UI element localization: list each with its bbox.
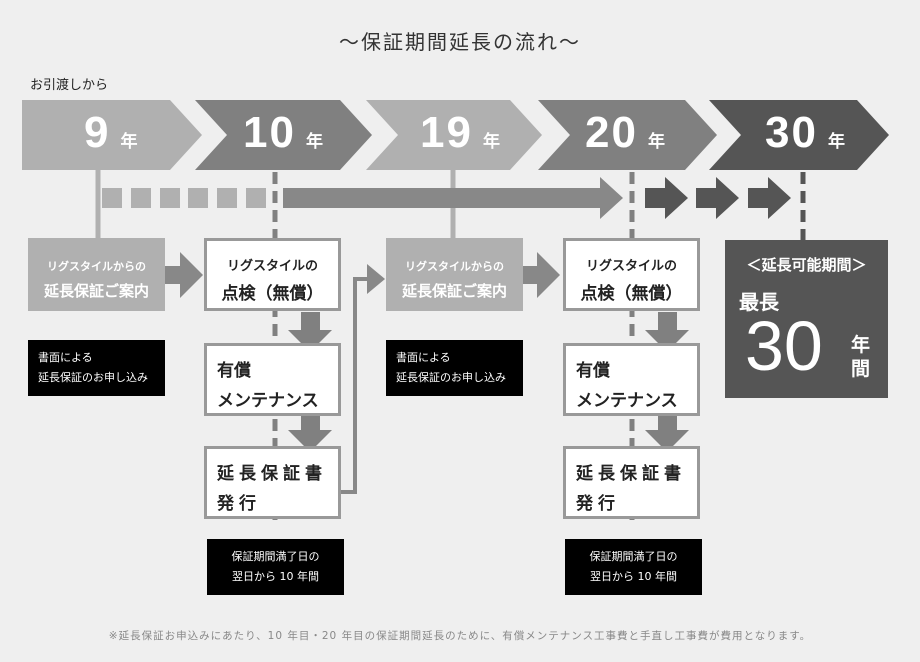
- connector-arrowhead: [367, 264, 385, 294]
- chevron-10: [195, 100, 372, 170]
- year-19: 19 年: [420, 108, 500, 158]
- application-line2: 延長保証のお申し込み: [38, 371, 148, 384]
- start-label: お引渡しから: [30, 78, 109, 93]
- inspection-line1: リグスタイルの: [226, 259, 318, 274]
- year-10: 10 年: [243, 108, 323, 158]
- inspection-line2: 点検（無償）: [580, 284, 683, 304]
- max-period-unit1: 年: [851, 334, 871, 356]
- max-period-number: 30: [745, 307, 823, 385]
- guide-line1: リグスタイルからの: [405, 260, 504, 273]
- short-arrow: [748, 177, 791, 219]
- right-arrow: [522, 252, 560, 298]
- down-arrow: [645, 416, 689, 452]
- maintenance-line1: 有償: [576, 361, 610, 381]
- guide-box: リグスタイルからの延長保証ご案内: [28, 238, 165, 311]
- down-arrow: [288, 312, 332, 352]
- application-box: 書面による延長保証のお申し込み: [28, 340, 165, 396]
- issue-box: 延長保証書発行: [204, 446, 341, 519]
- issue-line2: 発行: [217, 494, 261, 514]
- year-unit: 年: [120, 132, 138, 152]
- year-number: 30: [765, 108, 818, 157]
- inspection-line1: リグスタイルの: [585, 259, 677, 274]
- issue-line1: 延長保証書: [217, 464, 327, 484]
- inspection-box: リグスタイルの点検（無償）: [204, 238, 341, 311]
- year-number: 19: [420, 108, 473, 157]
- issue-box: 延長保証書発行: [563, 446, 700, 519]
- short-arrow: [645, 177, 688, 219]
- guide-box: リグスタイルからの延長保証ご案内: [386, 238, 523, 311]
- period-line2: 翌日から 10 年間: [232, 570, 319, 583]
- maintenance-line2: メンテナンス: [576, 391, 678, 411]
- down-arrow: [288, 416, 332, 452]
- maintenance-box: 有償メンテナンス: [204, 343, 341, 416]
- maintenance-box: 有償メンテナンス: [563, 343, 700, 416]
- year-20: 20 年: [585, 108, 665, 158]
- footnote: ※延長保証お申込みにあたり、10 年目・20 年目の保証期間延長のために、有償メ…: [108, 630, 812, 642]
- period-box: 保証期間満了日の翌日から 10 年間: [565, 539, 702, 595]
- chevron-20: [538, 100, 717, 170]
- application-line2: 延長保証のお申し込み: [396, 371, 506, 384]
- year-unit: 年: [827, 132, 845, 152]
- guide-line1: リグスタイルからの: [47, 260, 146, 273]
- year-number: 10: [243, 108, 296, 157]
- short-arrow: [696, 177, 739, 219]
- long-arrow: [283, 177, 623, 219]
- max-period-label: 最長: [739, 290, 779, 314]
- max-period-box: ＜延長可能期間＞ 最長 30 年 間: [725, 240, 888, 398]
- down-arrow: [645, 312, 689, 352]
- year-unit: 年: [482, 132, 500, 152]
- page-title: ～保証期間延長の流れ～: [339, 30, 581, 54]
- chevron-30: [709, 100, 889, 170]
- period-line2: 翌日から 10 年間: [590, 570, 677, 583]
- right-arrow: [165, 252, 203, 298]
- period-box: 保証期間満了日の翌日から 10 年間: [207, 539, 344, 595]
- year-unit: 年: [305, 132, 323, 152]
- year-unit: 年: [647, 132, 665, 152]
- connector-line: [341, 277, 368, 494]
- max-period-heading: ＜延長可能期間＞: [746, 256, 867, 274]
- chevron-9: [22, 100, 202, 170]
- application-box: 書面による延長保証のお申し込み: [386, 340, 523, 396]
- application-line1: 書面による: [38, 351, 93, 364]
- max-period-unit2: 間: [851, 358, 871, 380]
- issue-line2: 発行: [576, 494, 620, 514]
- issue-line1: 延長保証書: [576, 464, 686, 484]
- inspection-line2: 点検（無償）: [221, 284, 324, 304]
- year-number: 9: [84, 108, 111, 157]
- year-30: 30 年: [765, 108, 845, 158]
- inspection-box: リグスタイルの点検（無償）: [563, 238, 700, 311]
- period-line1: 保証期間満了日の: [231, 550, 320, 563]
- dashed-period: [102, 188, 266, 208]
- maintenance-line2: メンテナンス: [217, 391, 319, 411]
- guide-line2: 延長保証ご案内: [43, 282, 149, 300]
- year-number: 20: [585, 108, 638, 157]
- maintenance-line1: 有償: [217, 361, 251, 381]
- period-line1: 保証期間満了日の: [589, 550, 678, 563]
- application-line1: 書面による: [396, 351, 451, 364]
- guide-line2: 延長保証ご案内: [401, 282, 507, 300]
- chevron-19: [366, 100, 542, 170]
